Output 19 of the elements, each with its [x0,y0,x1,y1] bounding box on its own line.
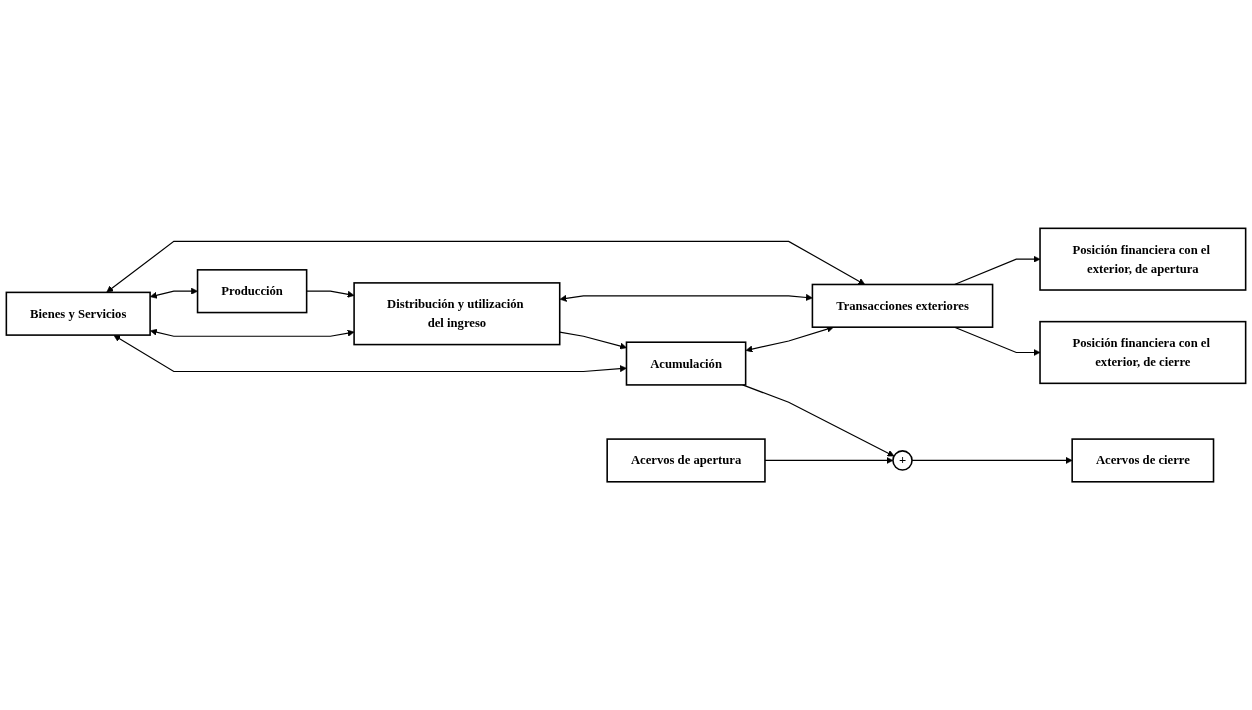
arrow [306,290,355,298]
node-box: Posición financiera con el exterior, de apertura [1039,227,1247,291]
arrow [106,240,866,293]
arrow [559,331,627,350]
node-box: Acervos de cierre [1071,438,1215,483]
arrow [150,287,198,299]
arrow [559,293,813,302]
node-box: Distribución y utilización del ingreso [353,282,561,346]
node-box: Acumulación [625,341,747,386]
arrow [150,328,355,337]
node-box: Producción [196,269,308,314]
arrow [113,334,627,373]
arrow [742,384,895,457]
node-box: Acervos de apertura [606,438,766,483]
node-box: Bienes y Servicios [5,291,151,336]
node-circle: + [892,450,913,471]
arrow [764,456,894,464]
node-box: Posición financiera con el exterior, de cierre [1039,320,1247,385]
node-box: Transacciones exteriores [811,283,994,328]
